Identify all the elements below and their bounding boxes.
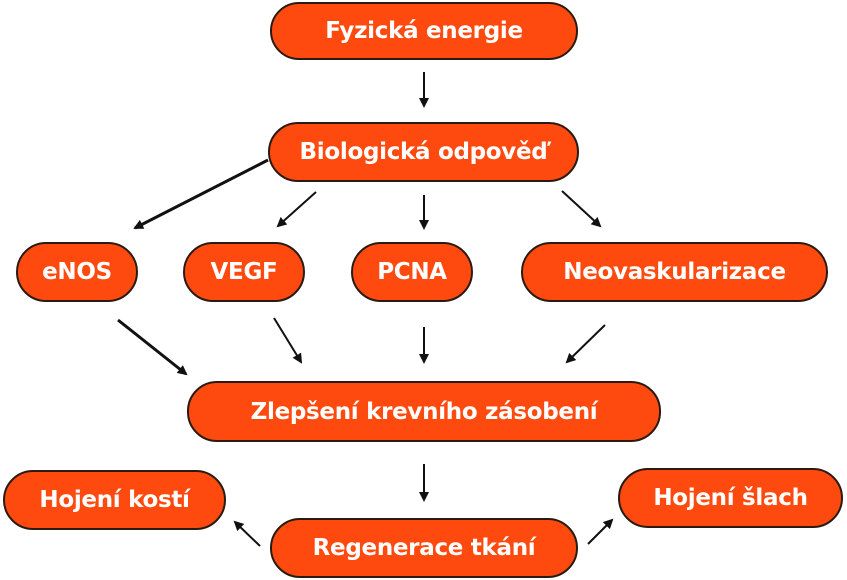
- arrow-neovascularization-to-blood-supply: [565, 324, 606, 364]
- arrow-regeneration-to-tendon-healing: [587, 518, 614, 545]
- node-bone-healing: Hojení kostí: [3, 470, 226, 530]
- node-pcna: PCNA: [351, 242, 473, 302]
- arrow-regeneration-to-bone-healing: [233, 520, 261, 547]
- node-tissue-regeneration: Regenerace tkání: [270, 518, 578, 578]
- node-enos: eNOS: [16, 242, 138, 302]
- arrow-response-to-neovascularization: [561, 190, 602, 228]
- arrow-enos-to-blood-supply: [117, 318, 188, 376]
- arrow-vegf-to-blood-supply: [273, 317, 303, 364]
- arrow-response-to-enos: [133, 158, 269, 230]
- node-vegf: VEGF: [183, 242, 305, 302]
- node-neovascularization: Neovaskularizace: [521, 242, 828, 302]
- node-improved-blood-supply: Zlepšení krevního zásobení: [187, 381, 661, 442]
- node-tendon-healing: Hojení šlach: [618, 468, 843, 528]
- node-biological-response: Biologická odpověď: [268, 122, 579, 182]
- node-physical-energy: Fyzická energie: [270, 2, 578, 60]
- arrow-response-to-vegf: [276, 191, 317, 228]
